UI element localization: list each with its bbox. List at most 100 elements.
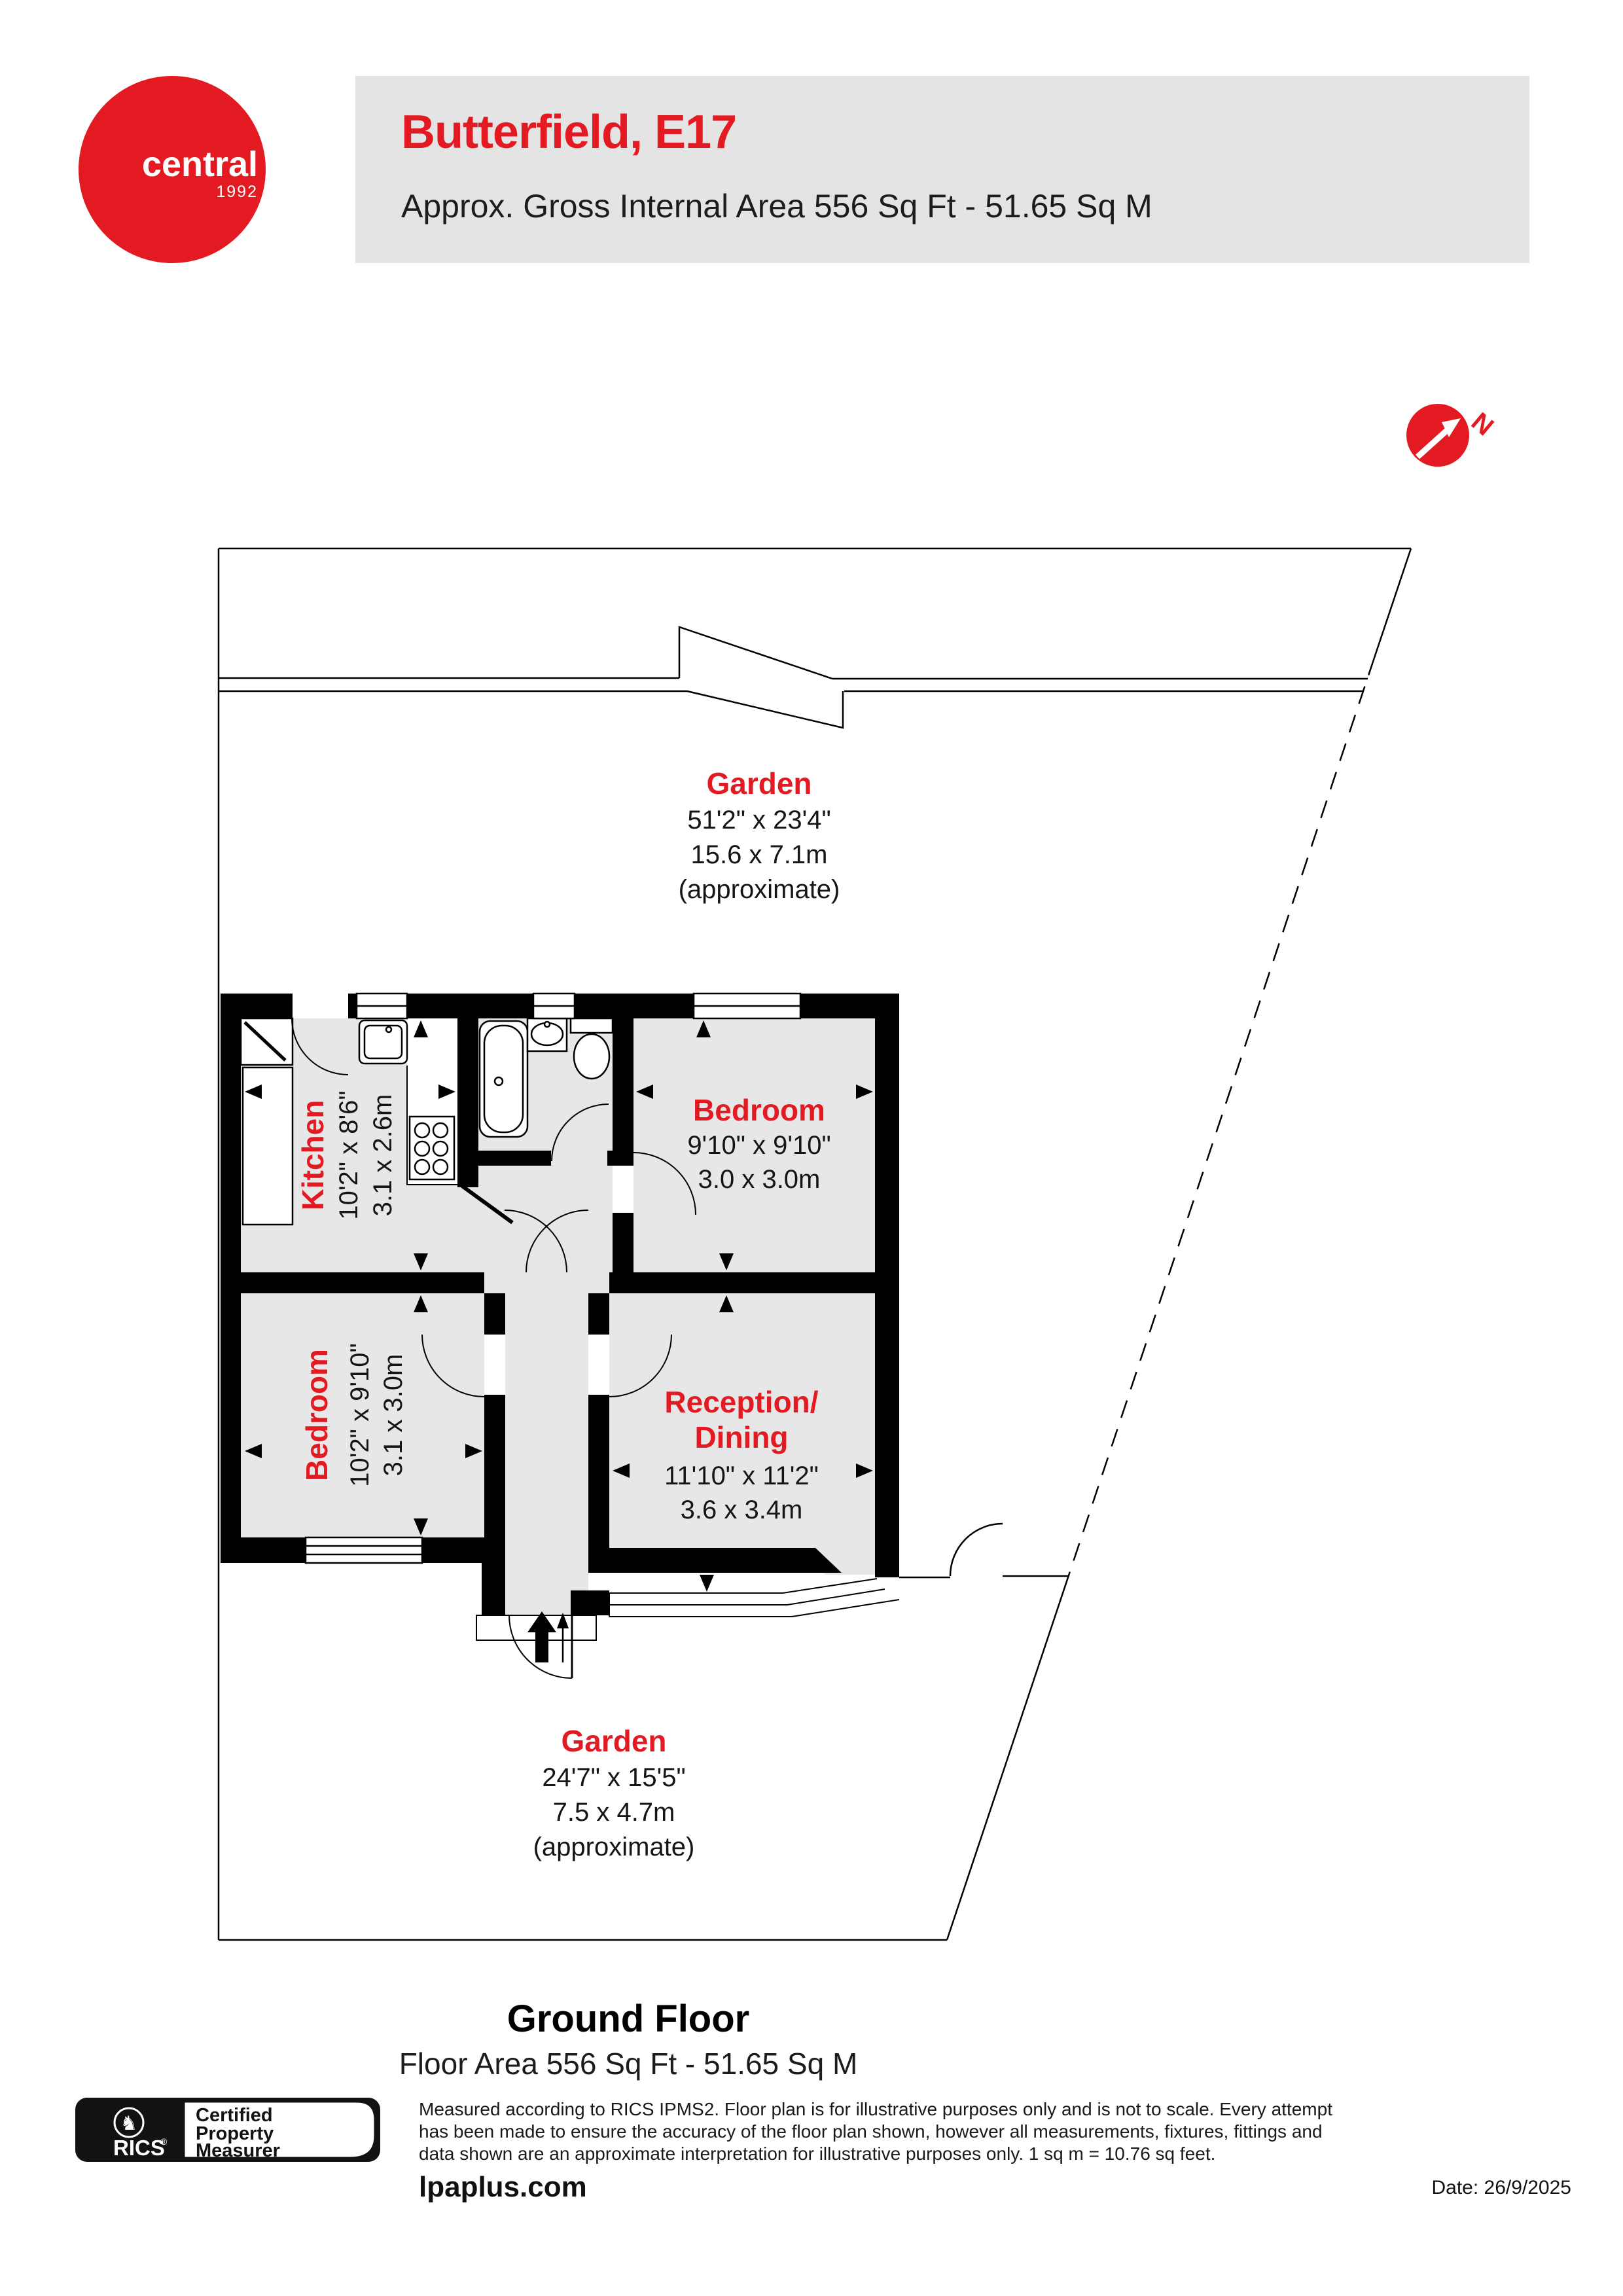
hob-burner (414, 1140, 431, 1157)
arrow-bedroom-rear-east (856, 1085, 873, 1099)
bath-inner (483, 1024, 524, 1134)
bedroom-rear-labels: Bedroom 9'10" x 9'10" 3.0 x 3.0m (687, 1093, 830, 1194)
bath-drain (493, 1076, 504, 1086)
bedroom-rear-dims-imperial: 9'10" x 9'10" (687, 1131, 830, 1160)
kitchen-dims-metric: 3.1 x 2.6m (368, 1094, 397, 1217)
badge-line-property: Property (196, 2123, 274, 2144)
kitchen-back-door-arc (291, 1018, 349, 1075)
wall-top (800, 994, 899, 1018)
arrow-bedroom-rear-west (636, 1085, 653, 1099)
wall-left (221, 994, 241, 1563)
hall-arc-left (504, 1210, 567, 1273)
bedroom-front-label: Bedroom (300, 1349, 334, 1481)
arrow-reception-south (700, 1575, 714, 1592)
basin-tap (543, 1020, 551, 1028)
gross-internal-area: Approx. Gross Internal Area 556 Sq Ft - … (401, 188, 1152, 224)
wall-top (348, 994, 357, 1018)
wall-bedroom-rear-left (613, 1018, 633, 1166)
wall-middle-right (609, 1272, 875, 1293)
garden-rear-dims-imperial: 51'2" x 23'4" (687, 806, 830, 834)
disclaimer-line-1: Measured according to RICS IPMS2. Floor … (419, 2099, 1332, 2119)
arrow-bedroom-front-west (245, 1444, 262, 1458)
door-swings (291, 1018, 696, 1679)
entrance-thin-arrow-head (557, 1613, 569, 1628)
plot-boundary-right-solid-bottom (946, 1573, 1071, 1941)
bedroom-front-labels: Bedroom 10'2" x 9'10" 3.1 x 3.0m (300, 1343, 408, 1486)
toilet-bowl (573, 1033, 611, 1080)
disclaimer-line-2: has been made to ensure the accuracy of … (419, 2121, 1323, 2142)
window-frame (304, 1536, 423, 1564)
hob-burner (432, 1122, 449, 1139)
wall-hall-left (484, 1395, 505, 1537)
hob-burner (414, 1158, 431, 1175)
certified-box (180, 2098, 379, 2162)
bathroom-door-arc (551, 1103, 609, 1162)
arrow-kitchen-west (245, 1085, 262, 1099)
hob-burner (414, 1122, 431, 1139)
kitchen-sink (358, 1019, 408, 1065)
wall-reception-bottom (588, 1548, 789, 1573)
compass-arrow-head (1442, 418, 1461, 437)
compass-north-label: N (1466, 407, 1499, 441)
plot-boundary-right-dashed (1068, 657, 1376, 1574)
arrow-reception-east (856, 1463, 873, 1478)
hall-arc-right (526, 1210, 589, 1273)
toilet-cistern (569, 1017, 614, 1034)
kitchen-hob (408, 1115, 455, 1181)
disclaimer-line-3: data shown are an approximate interpreta… (419, 2144, 1216, 2164)
kitchen-window (355, 992, 408, 1020)
rics-lion-glyph: ♞ (120, 2113, 138, 2134)
garden-rear-label: Garden (706, 766, 812, 800)
hall-corridor-floor (505, 1293, 588, 1615)
wall-top (407, 994, 533, 1018)
kitchen-dims-imperial: 10'2" x 8'6" (334, 1090, 363, 1219)
arrow-bedroom-rear-south (719, 1253, 734, 1270)
kitchen-fittings (240, 1017, 457, 1226)
hall-upper-floor (478, 1166, 613, 1272)
reception-floor (609, 1293, 875, 1575)
plot-boundary (217, 547, 1412, 1941)
reception-label-line2: Dining (694, 1420, 788, 1454)
arrow-bedroom-front-north (414, 1295, 428, 1312)
reception-door-arc (609, 1334, 672, 1397)
bay-glazing-line (609, 1588, 885, 1605)
plan-date: Date: 26/9/2025 (1431, 2177, 1571, 2198)
rics-badge: ♞ RICS ® Certified Property Measurer (75, 2098, 380, 2162)
badge-line-certified: Certified (196, 2105, 273, 2126)
agency-logo-text: central 1992 (142, 147, 258, 200)
wall-bedroom-rear-left (613, 1213, 633, 1272)
wall-bathroom-bottom (457, 1151, 551, 1166)
wall-entrance-right-corner (571, 1590, 609, 1615)
garden-gate (899, 1522, 1068, 1579)
kitchen-counter-edge (406, 1066, 457, 1185)
bathroom-window (532, 992, 576, 1020)
bay-glazing-line (609, 1599, 900, 1617)
bedroom-front-door-arc (421, 1334, 485, 1397)
garden-front-dims-metric: 7.5 x 4.7m (553, 1798, 675, 1827)
closet-door-leaf (243, 1021, 287, 1062)
bedroom-front-window (304, 1536, 423, 1564)
house-walls (221, 994, 899, 1615)
rics-registered-mark: ® (160, 2136, 168, 2147)
bedroom-front-dims-imperial: 10'2" x 9'10" (346, 1343, 374, 1486)
wall-right (875, 1018, 899, 1577)
reception-dims-imperial: 11'10" x 11'2" (664, 1462, 819, 1490)
wall-middle-left (241, 1272, 484, 1293)
arrow-bedroom-front-south (414, 1518, 428, 1535)
kitchen-door-leaf (461, 1184, 514, 1225)
sink-bowl (363, 1024, 403, 1060)
entrance-arrow-stem (535, 1631, 548, 1662)
hob-burner (432, 1158, 449, 1175)
reception-dims-metric: 3.6 x 3.4m (681, 1496, 803, 1524)
wall-top (575, 994, 694, 1018)
header-band (355, 76, 1529, 263)
arrow-bedroom-front-east (465, 1444, 482, 1458)
ground-floor-title: Ground Floor (507, 1998, 750, 2040)
arrow-reception-north (719, 1295, 734, 1312)
garden-divider-break (219, 626, 1368, 729)
garden-front-labels: Garden 24'7" x 15'5" 7.5 x 4.7m (approxi… (533, 1724, 695, 1861)
front-door-arc (508, 1615, 573, 1679)
garden-front-label: Garden (561, 1724, 666, 1758)
compass: N (1406, 404, 1499, 467)
